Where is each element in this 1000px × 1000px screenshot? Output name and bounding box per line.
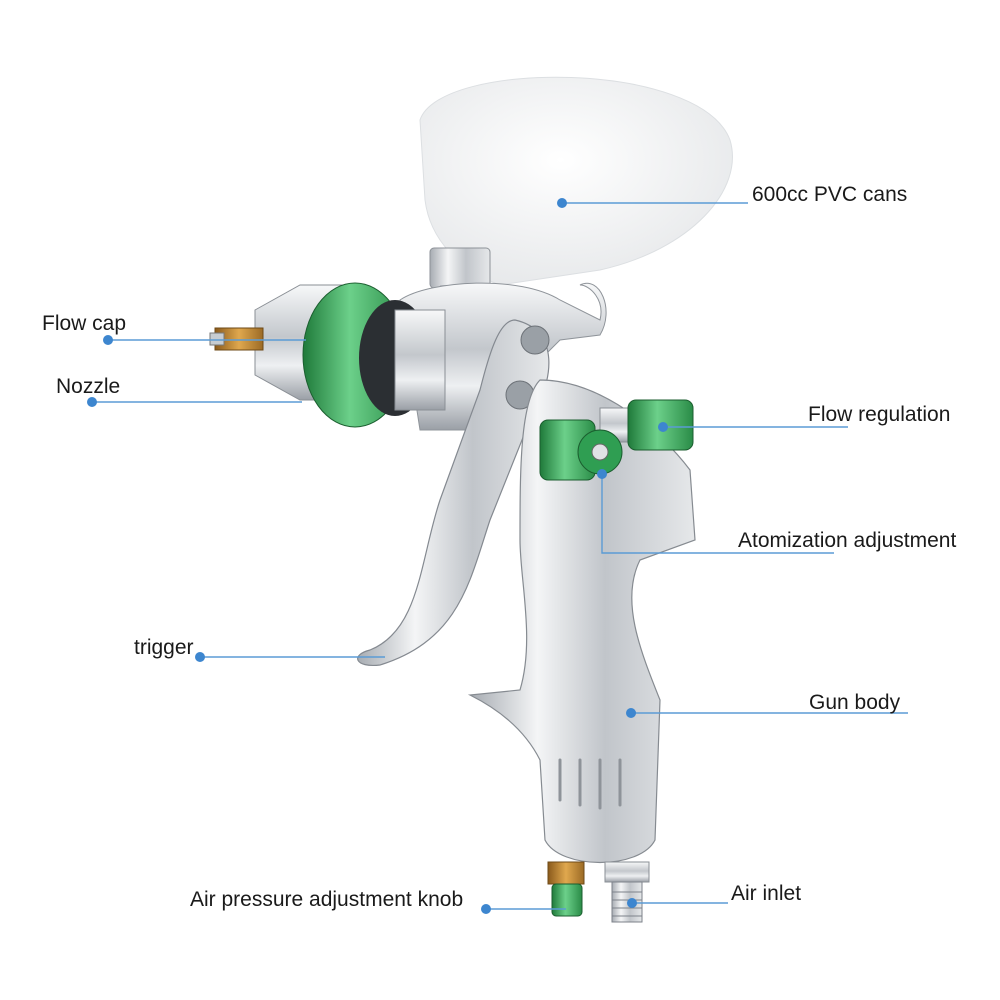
label-air-inlet: Air inlet xyxy=(731,882,802,905)
leader-dot-air-inlet xyxy=(627,898,637,908)
leader-dot-cup xyxy=(557,198,567,208)
nozzle-ring xyxy=(302,282,446,428)
leader-dot-flow-regulation xyxy=(658,422,668,432)
leader-dot-flow-cap xyxy=(103,335,113,345)
label-cup: 600cc PVC cans xyxy=(752,183,908,206)
gun-body xyxy=(467,379,696,863)
label-gun-body: Gun body xyxy=(809,691,901,714)
label-flow-cap: Flow cap xyxy=(42,312,127,335)
paint-cup xyxy=(419,76,733,305)
label-nozzle: Nozzle xyxy=(56,375,121,398)
leader-dot-air-pressure-knob xyxy=(481,904,491,914)
label-flow-regulation: Flow regulation xyxy=(808,403,951,426)
label-trigger: trigger xyxy=(134,636,194,659)
atomization-knob xyxy=(539,419,623,481)
label-air-pressure-knob: Air pressure adjustment knob xyxy=(190,888,464,911)
label-atomization: Atomization adjustment xyxy=(738,529,957,552)
leader-line-atomization xyxy=(601,474,834,554)
leader-dot-nozzle xyxy=(87,397,97,407)
leader-lines xyxy=(87,198,908,914)
air-inlet-fitting xyxy=(604,861,650,923)
air-pressure-knob xyxy=(547,861,585,917)
trigger xyxy=(357,319,550,667)
leader-dot-atomization xyxy=(597,469,607,479)
leader-dot-gun-body xyxy=(626,708,636,718)
leader-dot-trigger xyxy=(195,652,205,662)
